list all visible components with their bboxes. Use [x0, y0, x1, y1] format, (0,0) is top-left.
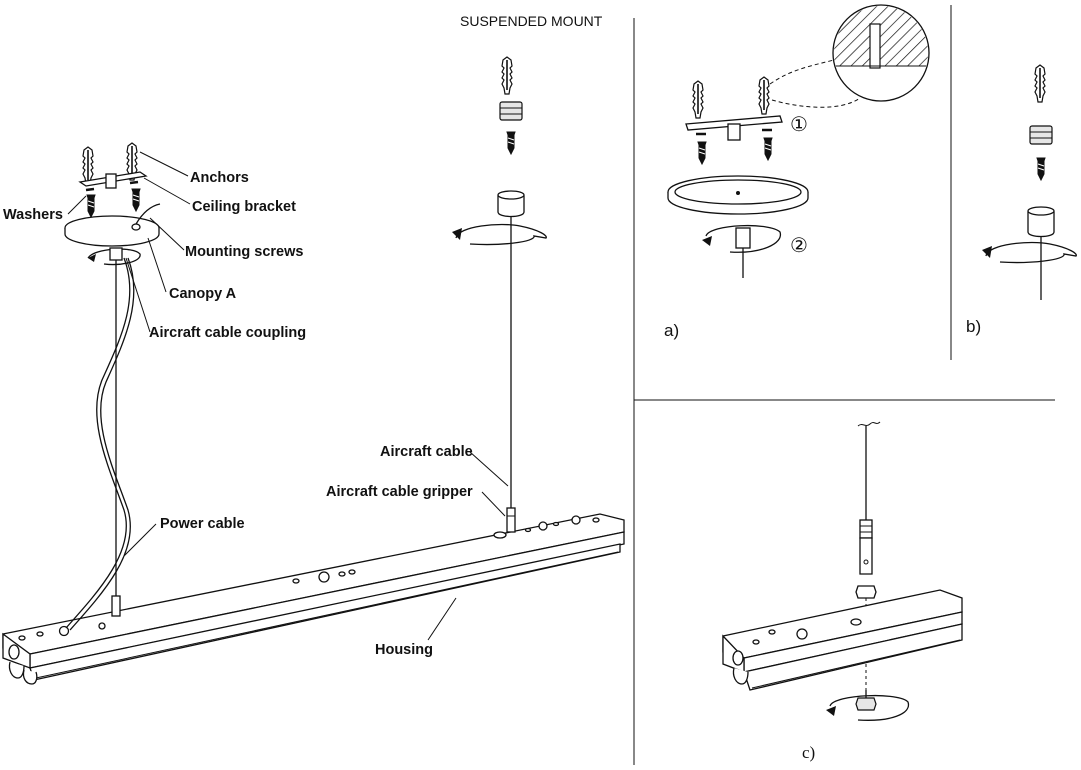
- label-aircraft-cable: Aircraft cable: [380, 444, 473, 460]
- step-label-b: b): [966, 317, 981, 336]
- label-anchors: Anchors: [190, 170, 249, 186]
- step-marker-two: ②: [790, 233, 808, 257]
- canopy-assembly: [64, 142, 161, 631]
- suspended-assembly: [452, 56, 547, 533]
- label-ceiling-bracket: Ceiling bracket: [192, 199, 296, 215]
- label-washers: Washers: [3, 207, 63, 223]
- label-power-cable: Power cable: [160, 516, 245, 532]
- step-label-c: c): [802, 743, 815, 762]
- leader-lines: [67, 151, 509, 641]
- step-marker-one: ①: [790, 112, 808, 136]
- label-aircraft-cable-gripper: Aircraft cable gripper: [326, 484, 473, 500]
- panel-b-drawing: [982, 64, 1077, 300]
- panel-c-drawing: [722, 421, 963, 721]
- label-mounting-screws: Mounting screws: [185, 244, 303, 260]
- diagram-title: SUSPENDED MOUNT: [460, 13, 603, 29]
- labels: SUSPENDED MOUNT Anchors Ceiling bracket …: [3, 13, 981, 762]
- step-label-a: a): [664, 321, 679, 340]
- label-housing: Housing: [375, 642, 433, 658]
- label-aircraft-cable-coupling: Aircraft cable coupling: [149, 325, 306, 341]
- panel-dividers: [633, 5, 1055, 765]
- housing-drawing: [2, 513, 625, 685]
- panel-a-drawing: [667, 4, 930, 278]
- label-canopy-a: Canopy A: [169, 286, 237, 302]
